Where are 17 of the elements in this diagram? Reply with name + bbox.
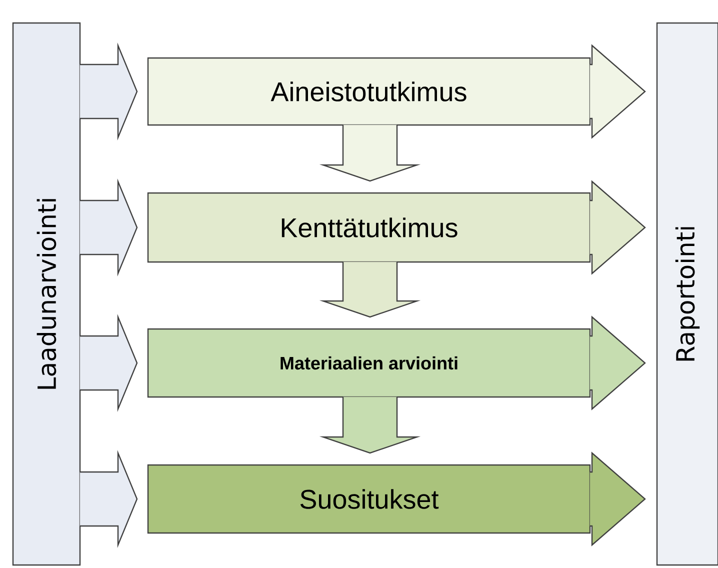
block-arrow: [319, 396, 421, 454]
side-bar: Raportointi: [656, 22, 718, 566]
process-box: Materiaalien arviointi: [147, 328, 591, 398]
block-arrow: [79, 314, 138, 412]
process-box: Kenttätutkimus: [147, 192, 591, 263]
block-arrow: [79, 42, 138, 141]
process-box: Suositukset: [147, 464, 591, 534]
side-bar: Laadunarviointi: [12, 22, 81, 566]
block-arrow: [319, 261, 421, 318]
block-arrow: [589, 44, 646, 139]
block-arrow: [589, 180, 646, 275]
block-arrow: [79, 178, 138, 277]
block-arrow: [79, 450, 138, 548]
process-box: Aineistotutkimus: [147, 57, 591, 126]
block-arrow: [589, 452, 646, 546]
block-arrow: [319, 124, 421, 182]
block-arrow: [589, 316, 646, 410]
